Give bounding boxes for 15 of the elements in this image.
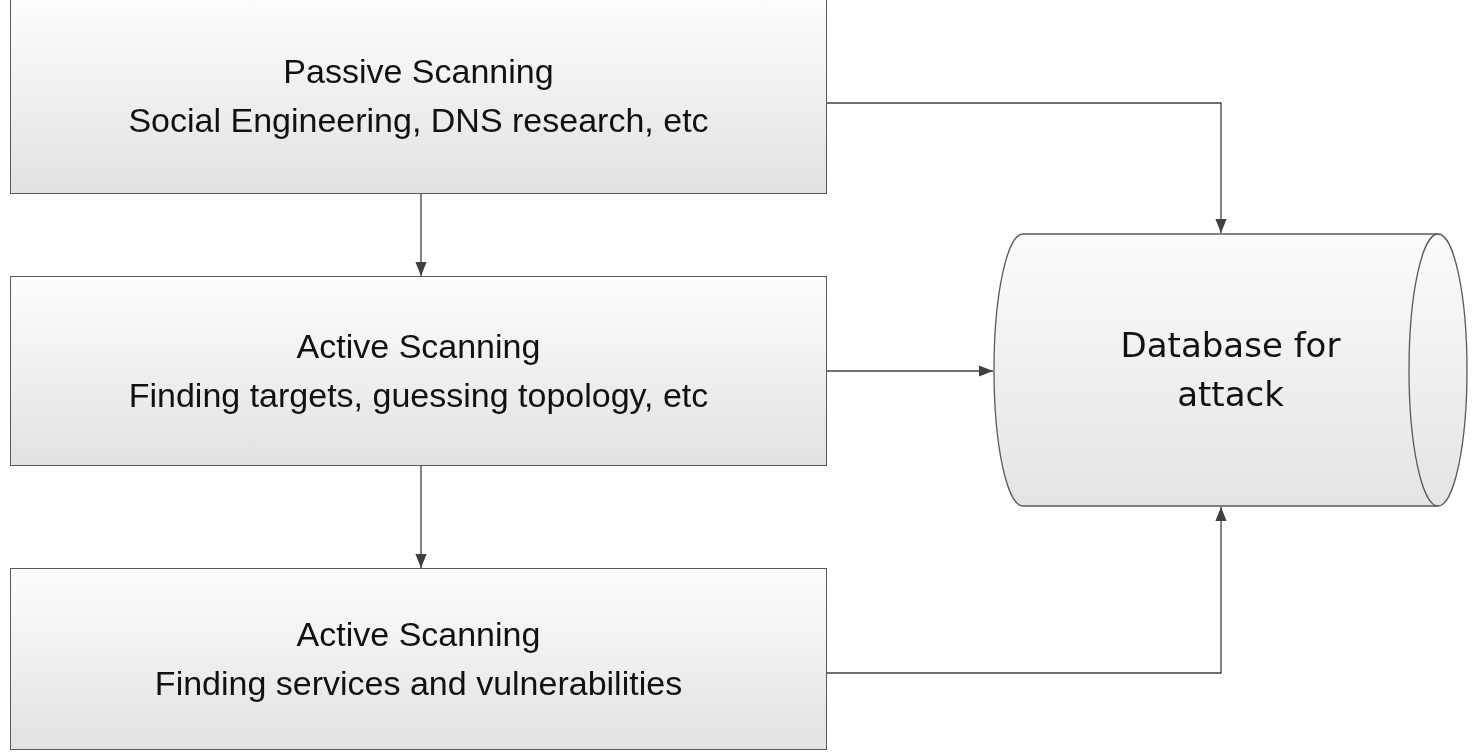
arrow xyxy=(826,102,1227,234)
box-heading: Active Scanning xyxy=(296,325,541,367)
process-box xyxy=(10,568,827,750)
arrow xyxy=(415,465,427,569)
arrow xyxy=(415,193,427,277)
box-description: Social Engineering, DNS research, etc xyxy=(128,100,709,141)
box-heading: Passive Scanning xyxy=(283,50,554,92)
arrow xyxy=(826,506,1227,674)
process-box xyxy=(10,276,827,466)
box-heading: Active Scanning xyxy=(296,613,541,655)
box-description: Finding services and vulnerabilities xyxy=(154,663,683,704)
process-box xyxy=(10,0,827,194)
node-label: Database for attack xyxy=(1119,323,1342,416)
arrow xyxy=(826,365,994,377)
box-description: Finding targets, guessing topology, etc xyxy=(128,375,709,416)
